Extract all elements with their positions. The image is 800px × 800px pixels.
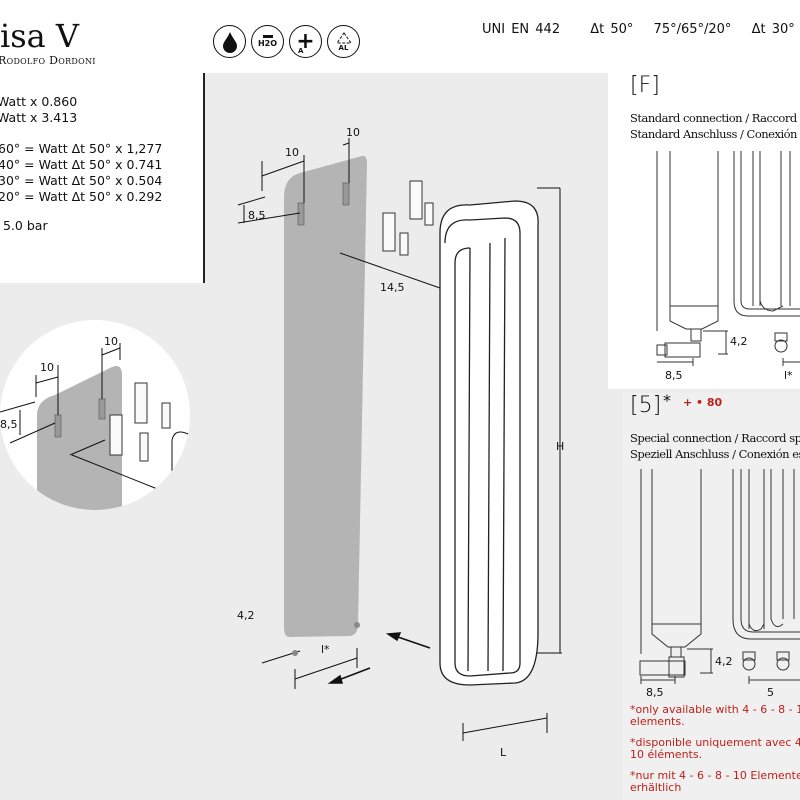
standard-connection-code: [F]: [630, 73, 660, 98]
conversion-btu: Watt x 3.413: [0, 110, 78, 125]
special-asterisk: *: [663, 391, 671, 410]
dim-bracket-height: 8,5: [248, 209, 266, 222]
standard-dim-width: 8,5: [665, 369, 683, 382]
max-pressure: 5.0 bar: [3, 218, 48, 233]
dim-bracket-spacing-left: 10: [285, 146, 299, 159]
product-title: isa V: [0, 17, 80, 55]
main-technical-drawing: 10 10 8,5 14,5 4,2 l* H L: [237, 126, 564, 759]
a-label: A: [298, 47, 304, 55]
special-connection-drawing: 4,2 8,5 5: [639, 469, 800, 699]
delta-factor-60: 60° = Watt Δt 50° x 1,277: [0, 141, 163, 156]
price-tag: + • 80: [683, 396, 723, 409]
delta-factor-20: 20° = Watt Δt 50° x 0.292: [0, 189, 163, 204]
feature-icons: H2O + A AL: [213, 25, 360, 58]
special-connection-code: [5]: [630, 393, 662, 418]
water-drop-icon: [213, 25, 246, 58]
standard-dim-offset: 4,2: [730, 335, 748, 348]
norm-delta50: Δt 50°: [590, 22, 634, 37]
special-dim-offset: 4,2: [715, 655, 733, 668]
availability-note-fr: *disponible uniquement avec 4 10 élément…: [630, 737, 800, 761]
al-label: AL: [338, 43, 349, 52]
note-de-line-1: *nur mit 4 - 6 - 8 - 10 Elementen: [630, 769, 800, 782]
special-dim-interaxis: 5: [767, 686, 774, 699]
radiator-column-drawing: [439, 200, 539, 686]
note-fr-line-1: *disponible uniquement avec 4: [630, 736, 800, 749]
note-de-line-2: erhältlich: [630, 781, 682, 794]
standard-dim-interaxis: l*: [784, 369, 793, 382]
recycle-aluminium-icon: AL: [327, 25, 360, 58]
standard-connection-title-2: Standard Anschluss / Conexión: [630, 127, 797, 141]
norm-delta30: Δt 30°: [751, 22, 795, 37]
bracket-hardware: [382, 180, 434, 256]
designer-name: Rodolfo Dordoni: [0, 54, 96, 67]
detail-dim-left: 10: [40, 361, 54, 374]
class-a-plus-icon: + A: [289, 25, 322, 58]
special-dim-width: 8,5: [646, 686, 664, 699]
h2o-label: H2O: [257, 39, 278, 48]
dim-bottom-offset: 4,2: [237, 609, 255, 622]
delta-factor-40: 40° = Watt Δt 50° x 0.741: [0, 157, 163, 172]
norm-temps: 75°/65°/20°: [653, 22, 732, 37]
detail-dim-right: 10: [104, 335, 118, 348]
availability-note-de: *nur mit 4 - 6 - 8 - 10 Elementen erhält…: [630, 770, 800, 794]
detail-dim-height: 8,5: [0, 418, 18, 431]
dim-height: H: [556, 440, 564, 453]
wall-bracket: [297, 202, 305, 226]
norm-standard: UNI EN 442: [482, 22, 561, 37]
note-fr-line-2: 10 éléments.: [630, 748, 703, 761]
special-connection-title-2: Speziell Anschluss / Conexión es: [630, 447, 800, 461]
h2o-minus-icon: H2O: [251, 25, 284, 58]
standard-connection-panel: [F] Standard connection / Raccord s Stan…: [608, 73, 800, 389]
note-en-line-2: elements.: [630, 715, 685, 728]
dim-bracket-spacing-right: 10: [346, 126, 360, 139]
special-connection-panel: [5] * + • 80 Special connection / Raccor…: [623, 391, 800, 800]
norms-bar: UNI EN 442 Δt 50° 75°/65°/20° Δt 30° 55: [482, 22, 800, 37]
dim-interaxis: l*: [321, 643, 330, 656]
note-en-line-1: *only available with 4 - 6 - 8 - 1: [630, 703, 800, 716]
direction-arrows: [327, 632, 431, 684]
wall-bracket: [342, 182, 350, 206]
availability-note-en: *only available with 4 - 6 - 8 - 1 eleme…: [630, 704, 800, 728]
delta-factor-30: 30° = Watt Δt 50° x 0.504: [0, 173, 163, 188]
specs-panel: Watt x 0.860 Watt x 3.413 60° = Watt Δt …: [0, 73, 205, 283]
standard-connection-title-1: Standard connection / Raccord s: [630, 111, 800, 125]
special-connection-title-1: Special connection / Raccord sp: [630, 431, 800, 445]
radiator-wall-silhouette: [284, 155, 367, 637]
conversion-kcal: Watt x 0.860: [0, 94, 78, 109]
standard-connection-drawing: 4,2 8,5 l*: [656, 151, 800, 382]
bracket-detail-magnifier: 10 10 8,5: [0, 320, 190, 510]
dim-width: L: [500, 746, 507, 759]
dim-depth: 14,5: [380, 281, 405, 294]
